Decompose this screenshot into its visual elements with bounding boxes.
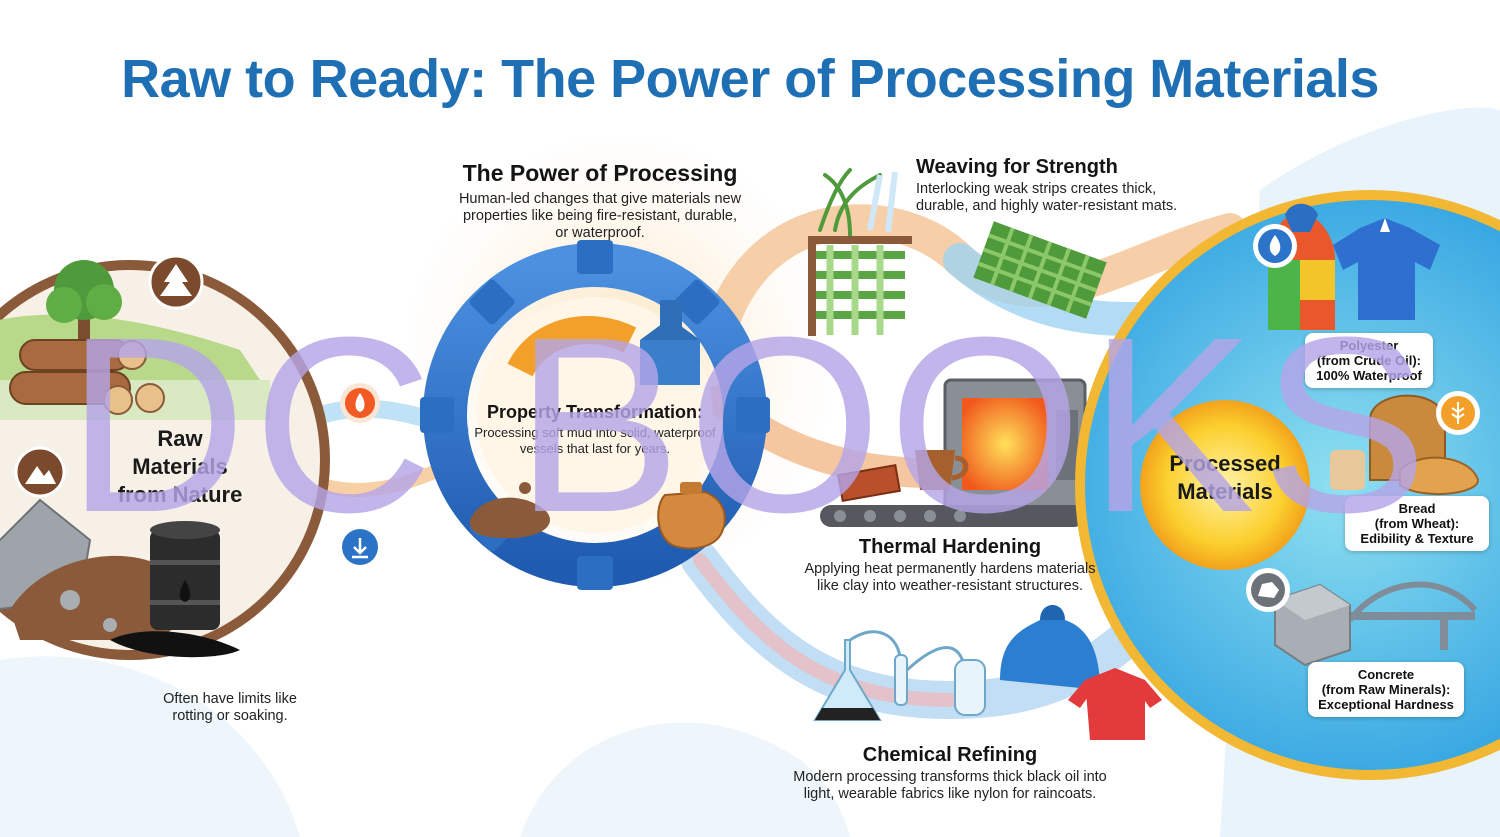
thermal-heading: Thermal Hardening — [858, 536, 1042, 558]
polyester-property: 100% Waterproof — [1316, 368, 1422, 383]
rock-icon — [1246, 568, 1290, 612]
weaving-illustration — [808, 168, 1107, 336]
bread-illustration — [1330, 394, 1480, 496]
weaving-text: Interlocking weak strips creates thick, … — [916, 181, 1178, 214]
polyester-card: Polyester (from Crude Oil): 100% Waterpr… — [1305, 333, 1433, 388]
fire-icon — [340, 383, 380, 423]
property-transformation-block: Property Transformation: Processing soft… — [465, 402, 725, 457]
jersey-illustration — [1333, 218, 1440, 320]
bread-source: (from Wheat): — [1374, 516, 1460, 531]
polyester-source: (from Crude Oil): — [1317, 353, 1421, 368]
concrete-name: Concrete — [1357, 667, 1415, 682]
concrete-bridge-illustration — [1274, 581, 1478, 667]
tree-icon — [148, 254, 204, 310]
mountain-icon — [14, 446, 66, 498]
thermal-text: Applying heat permanently hardens materi… — [804, 561, 1096, 594]
weaving-heading: Weaving for Strength — [916, 156, 1118, 178]
weaving-block: Weaving for Strength Interlocking weak s… — [916, 156, 1196, 215]
bread-card: Bread (from Wheat): Edibility & Texture — [1345, 496, 1489, 551]
property-transformation-heading: Property Transformation: — [486, 402, 704, 422]
raw-materials-note: Often have limits like rotting or soakin… — [163, 691, 297, 724]
water-drop-icon — [1253, 224, 1297, 268]
rain-jacket-illustration — [1268, 203, 1336, 330]
concrete-property: Exceptional Hardness — [1318, 697, 1454, 712]
processed-materials-label-line: Materials — [1177, 479, 1273, 504]
chemical-heading: Chemical Refining — [862, 744, 1038, 766]
power-of-processing-text: Human-led changes that give materials ne… — [458, 191, 742, 241]
raw-materials-label-line: from Nature — [117, 482, 243, 507]
bread-property: Edibility & Texture — [1360, 531, 1474, 546]
power-of-processing-heading: The Power of Processing — [462, 160, 738, 186]
main-title: Raw to Ready: The Power of Processing Ma… — [121, 49, 1379, 109]
download-icon — [342, 529, 378, 565]
raw-materials-circle — [0, 260, 330, 660]
polyester-name: Polyester — [1339, 338, 1399, 353]
chemical-block: Chemical Refining Modern processing tran… — [780, 744, 1120, 803]
chemical-text: Modern processing transforms thick black… — [793, 769, 1107, 802]
processed-materials-label: Processed Materials — [1150, 450, 1300, 506]
processed-materials-label-line: Processed — [1169, 451, 1281, 476]
thermal-block: Thermal Hardening Applying heat permanen… — [795, 536, 1105, 595]
concrete-card: Concrete (from Raw Minerals): Exceptiona… — [1308, 662, 1464, 717]
power-of-processing-block: The Power of Processing Human-led change… — [455, 160, 745, 242]
wheat-icon — [1436, 391, 1480, 435]
raw-materials-label: Raw Materials from Nature — [90, 425, 270, 509]
watermark: DC BOOKS — [66, 285, 1434, 564]
furnace-illustration — [820, 378, 1087, 527]
concrete-source: (from Raw Minerals): — [1321, 682, 1451, 697]
property-transformation-text: Processing soft mud into solid, waterpro… — [474, 425, 716, 456]
raw-materials-label-line: Raw — [157, 426, 203, 451]
raw-materials-label-line: Materials — [132, 454, 228, 479]
processing-gear — [420, 240, 770, 590]
chemical-lab-illustration — [813, 605, 1162, 740]
bread-name: Bread — [1398, 501, 1436, 516]
